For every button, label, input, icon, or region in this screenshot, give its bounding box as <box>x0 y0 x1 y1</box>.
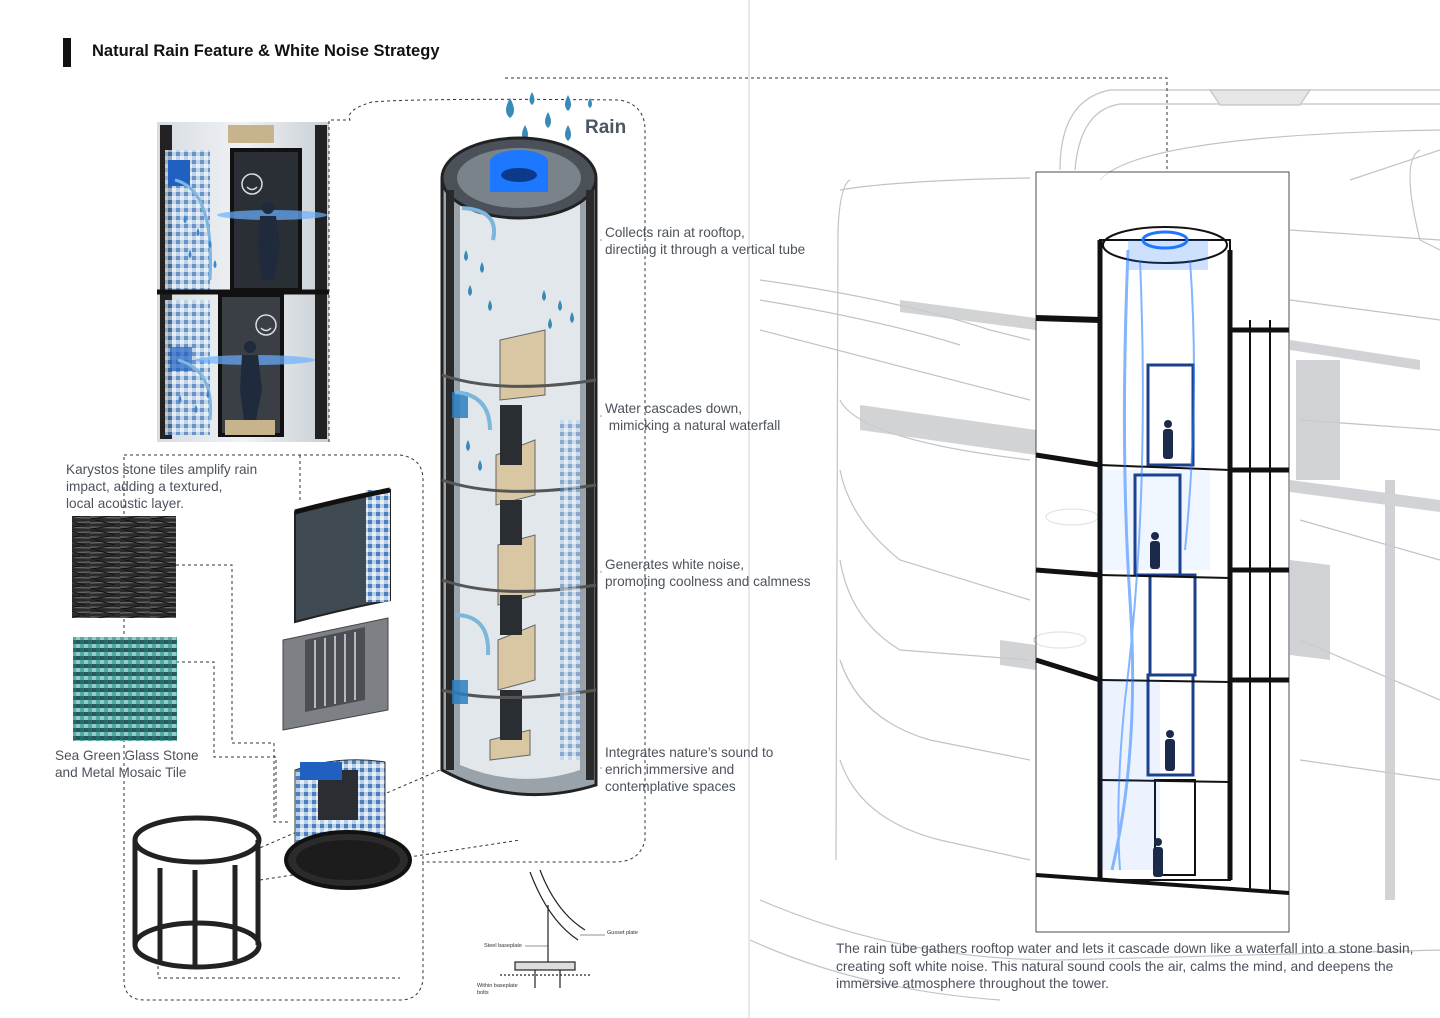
floor-slab-shadows <box>860 300 1440 900</box>
material-line: Karystos stone tiles amplify rain <box>66 462 258 477</box>
annotation-line: Integrates nature’s sound to <box>605 745 774 760</box>
tower-section-frame <box>1035 171 1290 933</box>
material-line: impact, adding a textured, <box>66 479 223 494</box>
annotation-leaders <box>596 239 604 769</box>
annotation-line: promoting coolness and calmness <box>605 574 811 589</box>
annotation-collects: Collects rain at rooftop, directing it t… <box>605 224 805 258</box>
annotation-line: Generates white noise, <box>605 557 745 572</box>
bolts-label-line: Within baseplate <box>477 983 518 989</box>
mosaic-note: Sea Green Glass Stone and Metal Mosaic T… <box>55 747 199 781</box>
material-line: and Metal Mosaic Tile <box>55 765 187 780</box>
callout-leader <box>505 77 1168 172</box>
annotation-line: Water cascades down, <box>605 401 743 416</box>
rain-label: Rain <box>585 117 627 138</box>
annotation-line: Collects rain at rooftop, <box>605 225 745 240</box>
karystos-note: Karystos stone tiles amplify rain impact… <box>66 461 257 512</box>
annotation-line: directing it through a vertical tube <box>605 242 806 257</box>
smiley-icon <box>241 173 277 336</box>
bolts-label-line: bolts <box>477 990 489 996</box>
exploded-assembly <box>132 487 412 970</box>
karystos-stone-swatch <box>72 516 176 618</box>
structural-detail <box>500 869 605 988</box>
page-title: Natural Rain Feature & White Noise Strat… <box>92 42 440 60</box>
person-icon <box>240 202 280 420</box>
title-accent-bar <box>63 38 71 67</box>
annotation-integrates: Integrates nature’s sound to enrich imme… <box>605 744 773 795</box>
bolts-label: Within baseplate bolts <box>477 983 518 997</box>
annotation-line: mimicking a natural waterfall <box>605 418 781 433</box>
person-icon <box>1150 420 1175 877</box>
material-line: local acoustic layer. <box>66 496 184 511</box>
mosaic-tile-swatch <box>73 637 177 741</box>
gusset-plate-label: Gusset plate <box>607 930 638 936</box>
raindrop-icon <box>506 92 592 141</box>
rain-tube <box>440 92 598 797</box>
building-section-background <box>748 0 1440 1018</box>
material-line: Sea Green Glass Stone <box>55 748 199 763</box>
annotation-line: contemplative spaces <box>605 779 736 794</box>
raindrop-icon <box>464 250 574 471</box>
elevator-render-inset <box>157 122 329 442</box>
annotation-cascade: Water cascades down, mimicking a natural… <box>605 400 780 434</box>
annotation-line: enrich immersive and <box>605 762 735 777</box>
raindrop-icon <box>178 215 217 413</box>
annotation-noise: Generates white noise, promoting coolnes… <box>605 556 811 590</box>
caption: The rain tube gathers rooftop water and … <box>836 941 1414 991</box>
steel-baseplate-label: Steel baseplate <box>484 943 522 949</box>
